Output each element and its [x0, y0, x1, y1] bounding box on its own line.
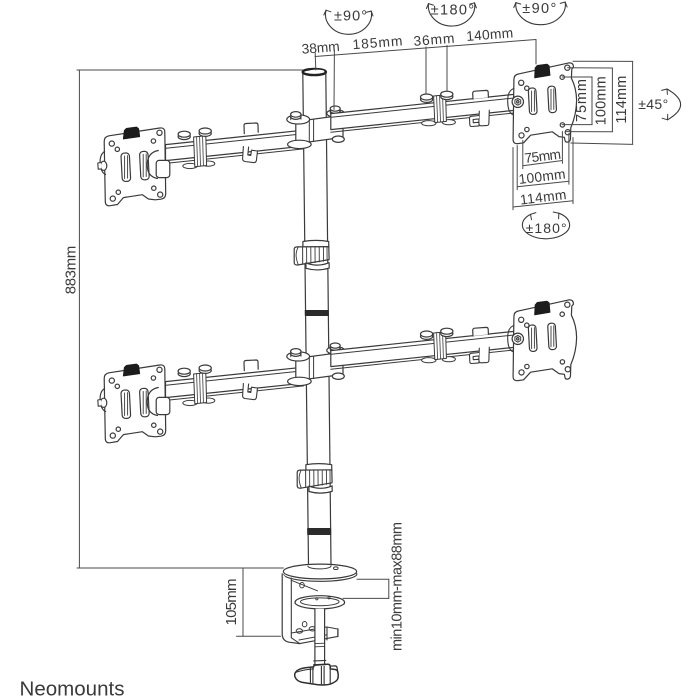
svg-text:±180°: ±180° — [526, 220, 567, 236]
svg-text:min10mm-max88mm: min10mm-max88mm — [389, 522, 405, 651]
svg-text:185mm: 185mm — [352, 33, 403, 52]
svg-text:114mm: 114mm — [519, 187, 567, 208]
svg-text:100mm: 100mm — [594, 76, 610, 125]
svg-text:±180°: ±180° — [431, 2, 475, 18]
svg-text:36mm: 36mm — [413, 31, 455, 49]
svg-text:Neomounts: Neomounts — [20, 677, 125, 700]
svg-text:75mm: 75mm — [574, 79, 590, 122]
svg-text:75mm: 75mm — [524, 147, 562, 166]
svg-text:±90°: ±90° — [522, 1, 556, 17]
svg-text:38mm: 38mm — [301, 39, 340, 57]
svg-text:883mm: 883mm — [63, 246, 80, 295]
svg-text:114mm: 114mm — [614, 76, 630, 124]
svg-text:±45°: ±45° — [638, 96, 668, 112]
svg-text:100mm: 100mm — [518, 166, 566, 187]
svg-text:140mm: 140mm — [466, 25, 514, 44]
svg-text:105mm: 105mm — [223, 579, 240, 626]
svg-text:±90°: ±90° — [334, 9, 367, 25]
